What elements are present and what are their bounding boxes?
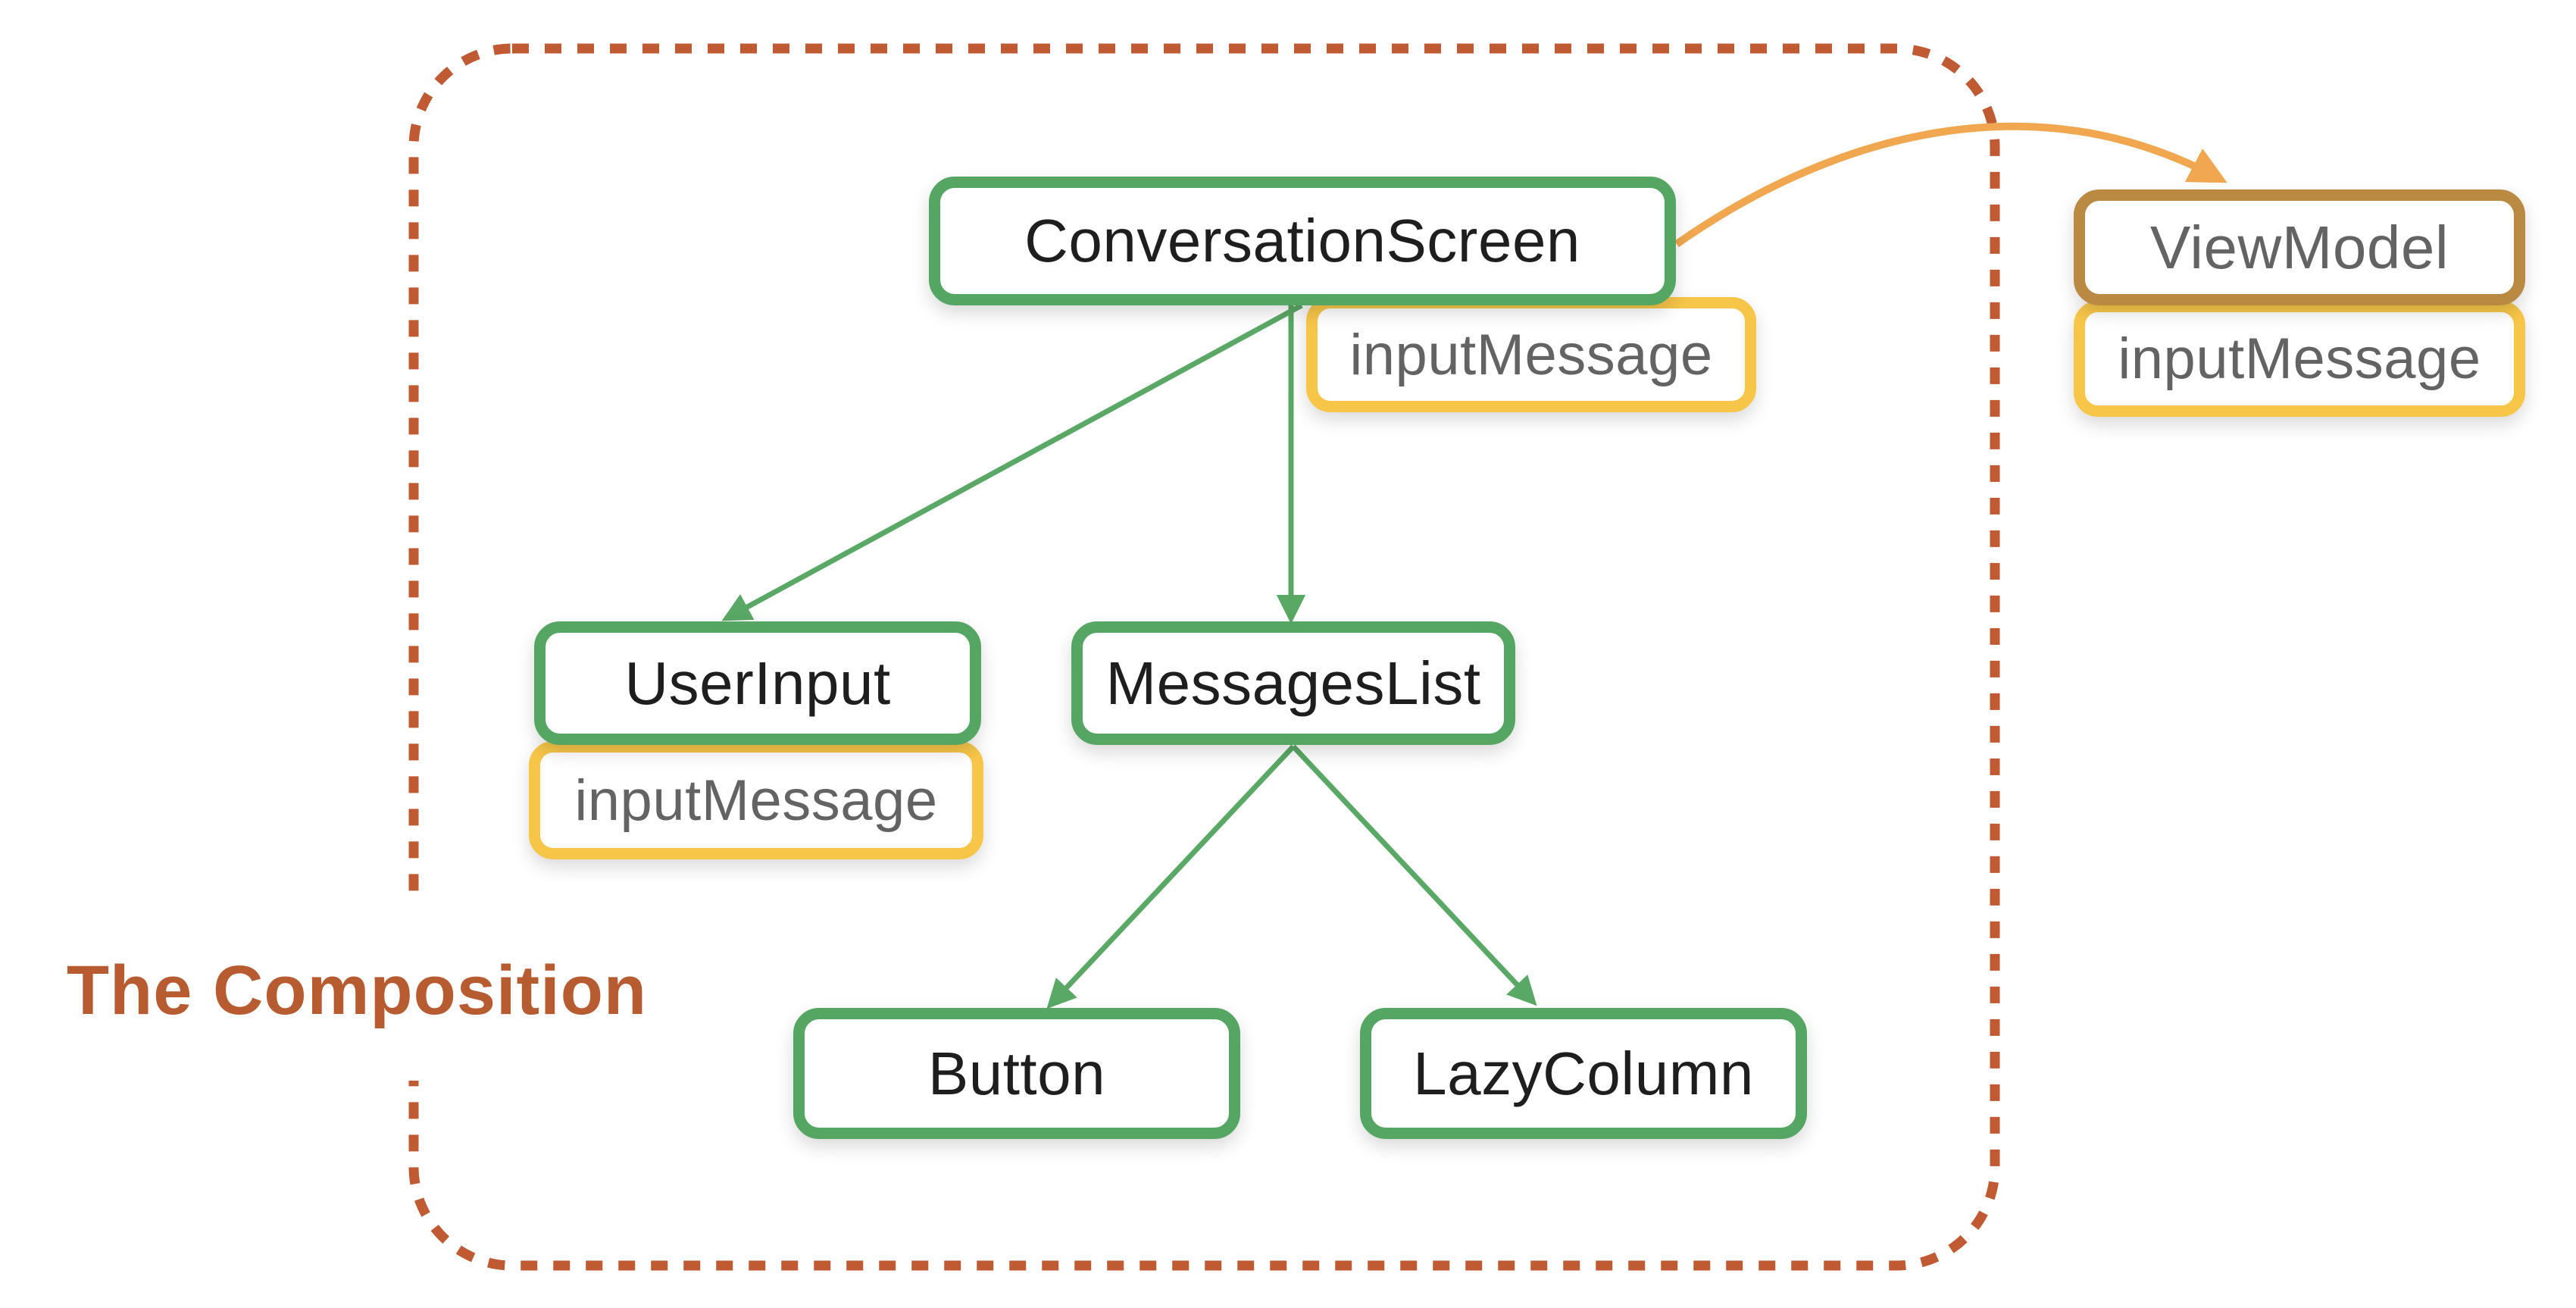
composition-boundary — [408, 43, 2000, 1271]
node-lazycolumn: LazyColumn — [1360, 1008, 1807, 1139]
node-messageslist: MessagesList — [1071, 621, 1515, 745]
badge-inputmessage-userinput: inputMessage — [529, 741, 983, 859]
edge-messageslist-button — [1046, 744, 1296, 1009]
edge-messageslist-lazycolumn — [1291, 744, 1537, 1006]
composition-title: The Composition — [36, 900, 677, 1081]
edge-conversationscreen-userinput — [721, 302, 1303, 621]
badge-inputmessage-viewmodel: inputMessage — [2074, 301, 2525, 417]
node-button: Button — [793, 1008, 1240, 1139]
edge-state-hoisting-to-viewmodel — [1674, 122, 2227, 248]
node-conversationscreen: ConversationScreen — [929, 177, 1676, 305]
node-viewmodel: ViewModel — [2074, 189, 2525, 305]
badge-inputmessage-conversationscreen: inputMessage — [1306, 297, 1756, 412]
node-userinput: UserInput — [534, 621, 981, 745]
